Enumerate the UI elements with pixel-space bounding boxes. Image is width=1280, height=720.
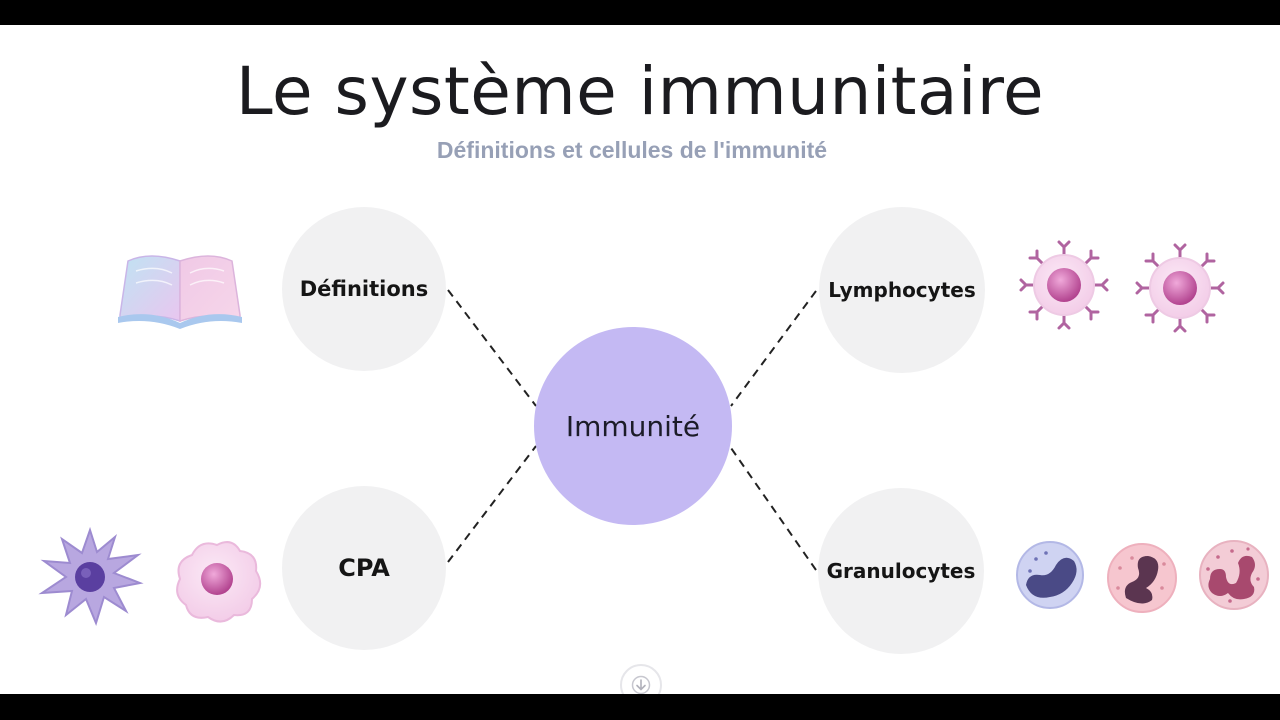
node-definitions[interactable]: Définitions: [282, 207, 446, 371]
center-node[interactable]: Immunité: [534, 327, 732, 525]
granulocyte-icon: [1199, 540, 1269, 610]
granulocyte-icon: [1016, 541, 1084, 609]
dendritic-cell-icon: [38, 526, 144, 626]
granulocyte-icon: [1107, 543, 1177, 613]
center-node-label: Immunité: [565, 409, 701, 443]
connector-definitions: [447, 289, 537, 407]
illustrations: [38, 240, 1269, 626]
node-granulocytes[interactable]: Granulocytes: [818, 488, 984, 654]
lymphocyte-icon: [1019, 240, 1109, 330]
slide-subtitle: Définitions et cellules de l'immunité: [436, 137, 828, 163]
connector-lines: [447, 289, 817, 571]
scroll-down-button[interactable]: [620, 664, 662, 694]
node-cpa[interactable]: CPA: [282, 486, 446, 650]
node-lymphocytes-label: Lymphocytes: [828, 278, 976, 302]
arrow-down-icon: [631, 675, 651, 694]
node-cpa-label: CPA: [338, 554, 390, 582]
open-book-icon: [118, 255, 242, 329]
slide: Le système immunitaire Définitions et ce…: [0, 25, 1280, 694]
node-lymphocytes[interactable]: Lymphocytes: [819, 207, 985, 373]
connector-granulocytes: [730, 447, 817, 571]
lymphocyte-icon: [1135, 243, 1225, 333]
node-definitions-label: Définitions: [299, 277, 429, 301]
node-granulocytes-label: Granulocytes: [826, 559, 976, 583]
connector-lymphocytes: [730, 290, 817, 407]
apc-cell-icon: [176, 541, 262, 623]
slide-title: Le système immunitaire: [235, 53, 1045, 130]
connector-cpa: [447, 445, 537, 563]
